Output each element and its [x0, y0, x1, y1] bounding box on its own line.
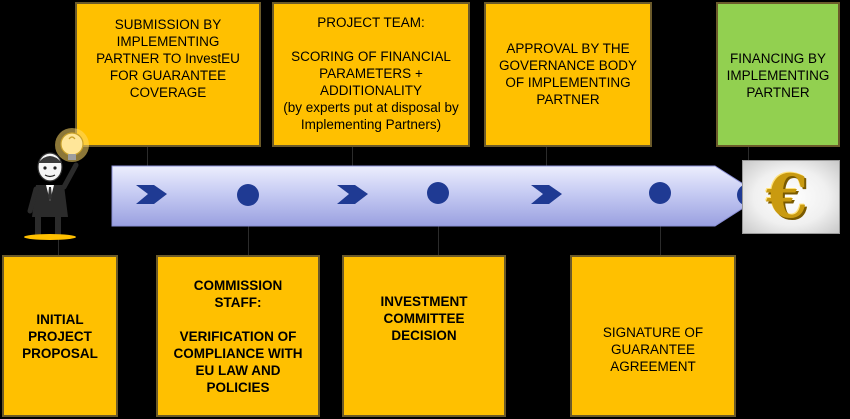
step-financing: FINANCING BY IMPLEMENTING PARTNER — [716, 2, 840, 147]
step-project-team-text: PROJECT TEAM: SCORING OF FINANCIAL PARAM… — [283, 15, 459, 132]
connector-project-team — [352, 147, 353, 169]
step-approval-text: APPROVAL BY THE GOVERNANCE BODY OF IMPLE… — [498, 41, 638, 107]
step-signature-text: SIGNATURE OF GUARANTEE AGREEMENT — [602, 324, 704, 374]
dot-marker-1 — [237, 184, 259, 206]
step-committee-text: INVESTMENT COMMITTEE DECISION — [380, 294, 468, 343]
businessman-with-lightbulb-icon — [24, 128, 89, 240]
step-initial: INITIAL PROJECT PROPOSAL — [2, 255, 118, 417]
connector-signature — [660, 206, 661, 255]
step-submission: SUBMISSION BY IMPLEMENTING PARTNER TO In… — [75, 2, 261, 147]
step-financing-text: FINANCING BY IMPLEMENTING PARTNER — [726, 51, 830, 100]
step-submission-text: SUBMISSION BY IMPLEMENTING PARTNER TO In… — [96, 17, 240, 100]
dot-marker-3 — [649, 182, 671, 204]
step-commission-text: COMMISSION STAFF: VERIFICATION OF COMPLI… — [173, 277, 303, 395]
step-project-team: PROJECT TEAM: SCORING OF FINANCIAL PARAM… — [272, 2, 470, 147]
euro-coin-icon: € — [742, 160, 840, 234]
chevron-marker-2 — [337, 185, 368, 204]
connector-submission — [147, 147, 148, 169]
connector-commission — [248, 206, 249, 255]
step-committee: INVESTMENT COMMITTEE DECISION — [342, 255, 506, 417]
step-signature: SIGNATURE OF GUARANTEE AGREEMENT — [570, 255, 736, 417]
connector-approval — [546, 147, 547, 169]
step-commission: COMMISSION STAFF: VERIFICATION OF COMPLI… — [156, 255, 320, 417]
step-initial-text: INITIAL PROJECT PROPOSAL — [22, 311, 98, 361]
connector-committee — [438, 206, 439, 255]
step-approval: APPROVAL BY THE GOVERNANCE BODY OF IMPLE… — [484, 2, 652, 147]
chevron-marker-1 — [136, 185, 167, 204]
connector-initial — [58, 232, 59, 255]
chevron-marker-3 — [531, 185, 562, 204]
dot-marker-2 — [427, 182, 449, 204]
connector-financing — [748, 147, 749, 169]
